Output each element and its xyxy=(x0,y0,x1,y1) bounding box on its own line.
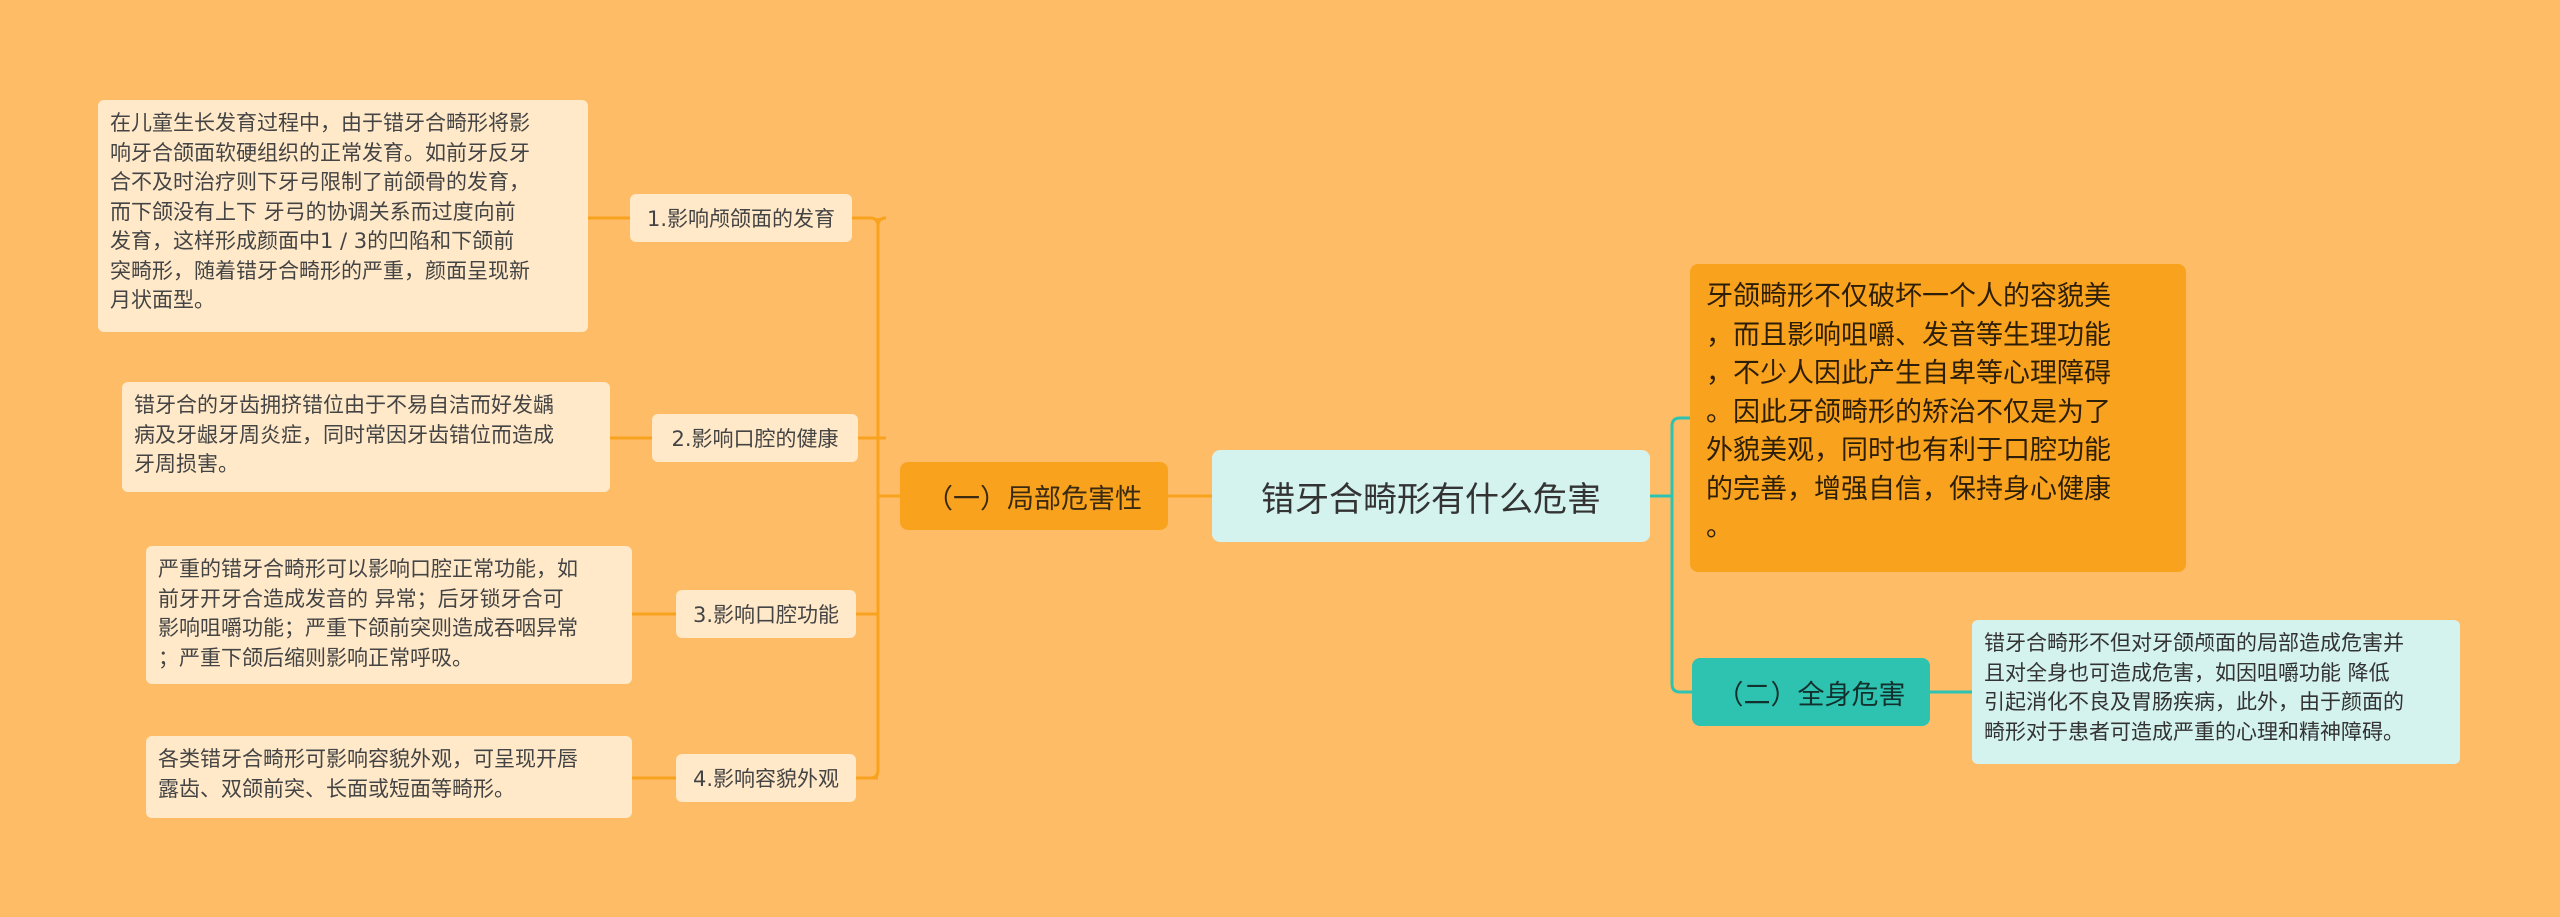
text-line: 且对全身也可造成危害，如因咀嚼功能 降低 xyxy=(1984,660,2390,685)
description-whole-body[interactable]: 错牙合畸形不但对牙颌颅面的局部造成危害并 且对全身也可造成危害，如因咀嚼功能 降… xyxy=(1972,620,2460,764)
text-line: 而下颌没有上下 牙弓的协调关系而过度向前 xyxy=(110,199,516,224)
root-topic[interactable]: 错牙合畸形有什么危害 xyxy=(1212,450,1650,542)
description-oral-function[interactable]: 严重的错牙合畸形可以影响口腔正常功能，如 前牙开牙合造成发音的 异常；后牙锁牙合… xyxy=(146,546,632,684)
text-line: 合不及时治疗则下牙弓限制了前颌骨的发育， xyxy=(110,170,530,194)
branch-local-label: （一）局部危害性 xyxy=(926,483,1142,515)
text-line: 响牙合颌面软硬组织的正常发育。如前牙反牙 xyxy=(110,140,530,165)
text-line: 在儿童生长发育过程中，由于错牙合畸形将影 xyxy=(110,111,530,135)
text-line: ，不少人因此产生自卑等心理障碍 xyxy=(1706,358,2111,389)
text-line: 的完善，增强自信，保持身心健康 xyxy=(1706,473,2111,505)
summary-note[interactable]: 牙颌畸形不仅破坏一个人的容貌美 ，而且影响咀嚼、发音等生理功能 ，不少人因此产生… xyxy=(1690,264,2186,572)
text-line: 影响咀嚼功能；严重下颌前突则造成吞咽异常 xyxy=(158,616,578,640)
text-line: 各类错牙合畸形可影响容貌外观，可呈现开唇 xyxy=(158,747,578,771)
text-line: 引起消化不良及胃肠疾病，此外，由于颜面的 xyxy=(1984,690,2404,714)
topic-craniofacial-development[interactable]: 1.影响颅颌面的发育 xyxy=(630,194,852,242)
topic-oral-function[interactable]: 3.影响口腔功能 xyxy=(676,590,856,638)
topic-appearance[interactable]: 4.影响容貌外观 xyxy=(676,754,856,802)
text-line: ；严重下颌后缩则影响正常呼吸。 xyxy=(158,645,473,670)
text-line: 月状面型。 xyxy=(110,288,215,312)
text-line: 。因此牙颌畸形的矫治不仅是为了 xyxy=(1706,396,2111,428)
text-line: 错牙合畸形不但对牙颌颅面的局部造成危害并 xyxy=(1984,631,2404,655)
text-line: 发育，这样形成颜面中1 / 3的凹陷和下颌前 xyxy=(110,229,515,253)
text-line: 牙颌畸形不仅破坏一个人的容貌美 xyxy=(1706,281,2111,312)
text-line: 严重的错牙合畸形可以影响口腔正常功能，如 xyxy=(158,557,578,581)
text-line: 突畸形，随着错牙合畸形的严重，颜面呈现新 xyxy=(110,258,530,283)
topic-label: 2.影响口腔的健康 xyxy=(671,427,839,451)
text-line: 牙周损害。 xyxy=(134,452,239,476)
branch-local-harm[interactable]: （一）局部危害性 xyxy=(900,462,1168,530)
topic-label: 4.影响容貌外观 xyxy=(692,767,840,791)
link-local-item1 xyxy=(852,216,880,227)
description-appearance[interactable]: 各类错牙合畸形可影响容貌外观，可呈现开唇 露齿、双颌前突、长面或短面等畸形。 xyxy=(146,736,632,818)
link-local-items xyxy=(856,216,900,780)
text-line: 。 xyxy=(1706,512,1733,543)
text-line: 畸形对于患者可造成严重的心理和精神障碍。 xyxy=(1984,719,2404,744)
topic-label: 1.影响颅颌面的发育 xyxy=(646,207,836,231)
text-line: 外貌美观，同时也有利于口腔功能 xyxy=(1706,435,2111,466)
description-oral-health[interactable]: 错牙合的牙齿拥挤错位由于不易自洁而好发龋 病及牙龈牙周炎症，同时常因牙齿错位而造… xyxy=(122,382,610,492)
description-craniofacial[interactable]: 在儿童生长发育过程中，由于错牙合畸形将影 响牙合颌面软硬组织的正常发育。如前牙反… xyxy=(98,100,588,332)
text-line: 露齿、双颌前突、长面或短面等畸形。 xyxy=(158,776,515,801)
link-root-right xyxy=(1650,416,1692,694)
root-title: 错牙合畸形有什么危害 xyxy=(1261,479,1601,520)
text-line: 错牙合的牙齿拥挤错位由于不易自洁而好发龋 xyxy=(134,393,554,417)
text-line: ，而且影响咀嚼、发音等生理功能 xyxy=(1706,319,2111,351)
topic-label: 3.影响口腔功能 xyxy=(692,603,840,627)
text-line: 前牙开牙合造成发音的 异常；后牙锁牙合可 xyxy=(158,586,564,611)
topic-oral-health[interactable]: 2.影响口腔的健康 xyxy=(652,414,858,462)
text-line: 病及牙龈牙周炎症，同时常因牙齿错位而造成 xyxy=(134,422,554,447)
branch-whole-body-harm[interactable]: （二）全身危害 xyxy=(1692,658,1930,726)
branch-whole-label: （二）全身危害 xyxy=(1716,679,1906,711)
